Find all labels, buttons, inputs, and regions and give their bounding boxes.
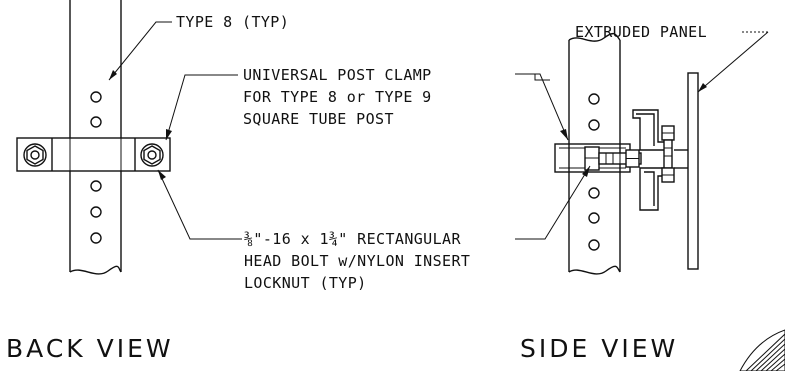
side-view-extruded-panel [674,72,699,270]
side-view-post [568,32,621,275]
side-view-bolt [584,146,642,171]
label-bolt-line2: HEAD BOLT w/NYLON INSERT [244,252,470,270]
label-bolt-line3: LOCKNUT (TYP) [244,274,367,292]
label-clamp-line1: UNIVERSAL POST CLAMP [243,66,432,84]
back-view-drawing [16,0,171,275]
hatch-fragment [739,329,785,371]
leader-type8 [108,21,172,81]
back-view-bolt-left [23,143,47,167]
leader-clamp [165,73,569,141]
label-clamp-line2: FOR TYPE 8 or TYPE 9 [243,88,432,106]
side-view-bracket [632,109,675,211]
back-view-post [69,0,122,275]
leader-bolt [157,165,591,240]
label-bolt-line1: ⅜"-16 x 1¾" RECTANGULAR [244,230,461,248]
leader-panel [697,31,769,93]
view-title-back: BACK VIEW [6,334,174,363]
label-extruded-panel: EXTRUDED PANEL [575,23,707,41]
view-title-side: SIDE VIEW [520,334,678,363]
label-clamp-line3: SQUARE TUBE POST [243,110,394,128]
label-type8: TYPE 8 (TYP) [176,13,289,31]
back-view-bolt-right [140,143,164,167]
side-view-drawing [554,32,699,275]
